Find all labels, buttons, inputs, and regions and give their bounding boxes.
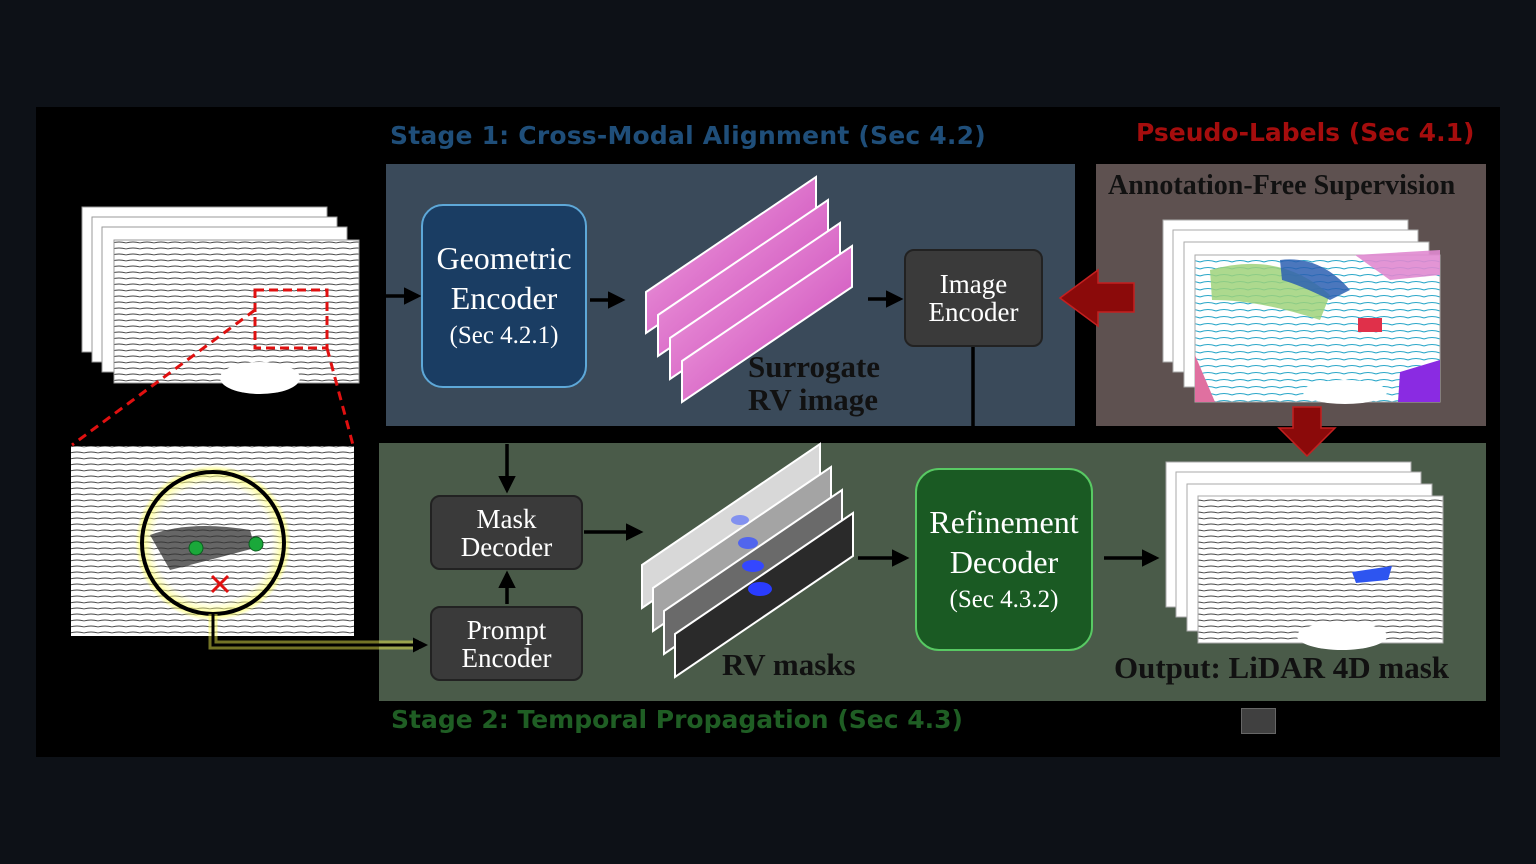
image-encoder-label-1: Image [939,269,1008,299]
surrogate-rv-image-stack [645,175,853,404]
output-lidar-stack [1165,461,1444,650]
pseudo-label-arrow-down [1277,406,1337,458]
pseudo-label-stack [1162,219,1441,404]
zoomed-lidar-view [71,446,354,636]
negative-point-icon [210,574,230,594]
geometric-encoder-label-2: Encoder [450,280,558,316]
rv-masks-label: RV masks [722,647,856,682]
geometric-encoder-section: (Sec 4.2.1) [449,322,559,349]
refinement-decoder-section: (Sec 4.3.2) [949,585,1059,613]
rv-masks-stack [641,442,854,679]
pseudo-labels-title: Pseudo-Labels (Sec 4.1) [1136,118,1475,147]
prompt-path-arrow [211,614,428,653]
stage2-title: Stage 2: Temporal Propagation (Sec 4.3) [391,705,963,734]
mask-decoder-label-2: Decoder [460,531,553,562]
output-label: Output: LiDAR 4D mask [1114,650,1450,685]
positive-point-icon [188,540,204,556]
image-encoder-box: Image Encoder [904,249,1043,347]
geometric-encoder-label-1: Geometric [436,240,572,276]
mask-decoder-box: Mask Decoder [430,495,583,570]
stage1-title: Stage 1: Cross-Modal Alignment (Sec 4.2) [390,121,986,150]
refinement-decoder-label-2: Decoder [949,543,1059,580]
surrogate-label-1: Surrogate [748,349,881,384]
zoom-line-right [325,347,355,446]
zoom-line-left [71,308,256,447]
refinement-decoder-box: Refinement Decoder (Sec 4.3.2) [915,468,1093,651]
input-lidar-stack [81,206,360,394]
slide-control-square[interactable] [1241,708,1276,734]
geometric-encoder-box: Geometric Encoder (Sec 4.2.1) [421,204,587,388]
mask-decoder-label-1: Mask [476,503,537,534]
prompt-encoder-label-1: Prompt [466,614,547,645]
prompt-encoder-box: Prompt Encoder [430,606,583,681]
prompt-encoder-label-2: Encoder [461,642,552,673]
annotation-free-label: Annotation-Free Supervision [1108,170,1456,201]
surrogate-rv-image-label: Surrogate RV image [748,350,908,416]
image-encoder-label-2: Encoder [928,297,1019,327]
pseudo-label-arrow-left [1058,268,1135,328]
surrogate-label-2: RV image [748,382,879,417]
positive-point-icon [248,536,264,552]
refinement-decoder-label-1: Refinement [929,503,1079,540]
